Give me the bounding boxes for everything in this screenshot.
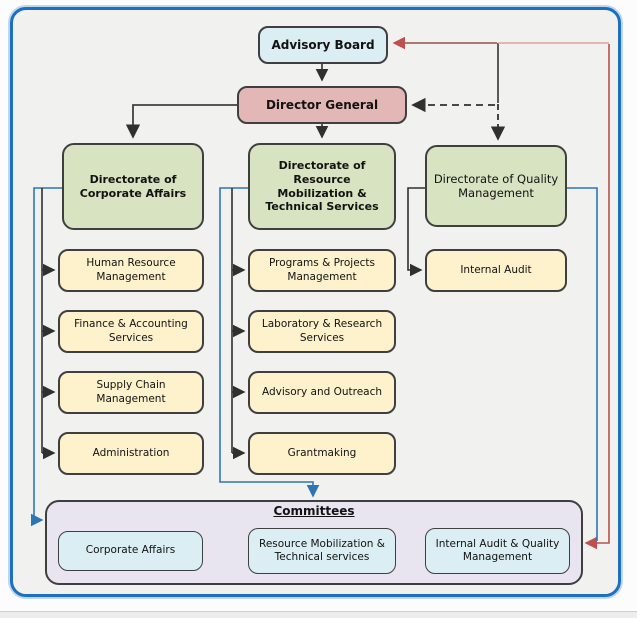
node-administration: Administration [58,432,204,475]
node-director-general: Director General [237,86,407,124]
node-grantmaking: Grantmaking [248,432,396,475]
committees-title: Committees [273,504,355,518]
node-laboratory-research-services: Laboratory & Research Services [248,310,396,353]
node-internal-audit: Internal Audit [425,249,567,292]
node-directorate-quality-management: Directorate of Quality Management [425,145,567,227]
node-supply-chain-management: Supply Chain Management [58,371,204,414]
committee-corporate-affairs: Corporate Affairs [58,531,203,571]
node-programs-projects-management: Programs & Projects Management [248,249,396,292]
committee-internal-audit-quality: Internal Audit & Quality Management [425,528,570,574]
node-directorate-resource-mobilization: Directorate of Resource Mobilization & T… [248,143,396,230]
node-advisory-board: Advisory Board [258,26,388,64]
node-directorate-corporate-affairs: Directorate of Corporate Affairs [62,143,204,230]
page-bottom-strip [0,611,637,618]
node-human-resource-management: Human Resource Management [58,249,204,292]
node-advisory-and-outreach: Advisory and Outreach [248,371,396,414]
node-finance-accounting-services: Finance & Accounting Services [58,310,204,353]
committee-resource-mobilization: Resource Mobilization & Technical servic… [248,528,396,574]
